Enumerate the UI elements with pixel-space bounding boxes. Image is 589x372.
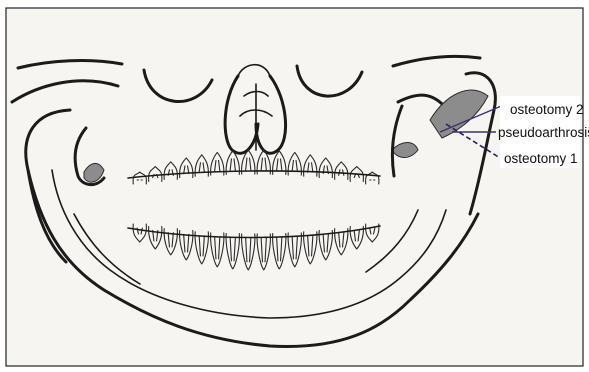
label-osteotomy-1: osteotomy 1 <box>504 151 578 166</box>
label-osteotomy-2: osteotomy 2 <box>510 102 584 117</box>
label-pseudoarthrosis: pseudoarthrosis <box>498 125 589 140</box>
